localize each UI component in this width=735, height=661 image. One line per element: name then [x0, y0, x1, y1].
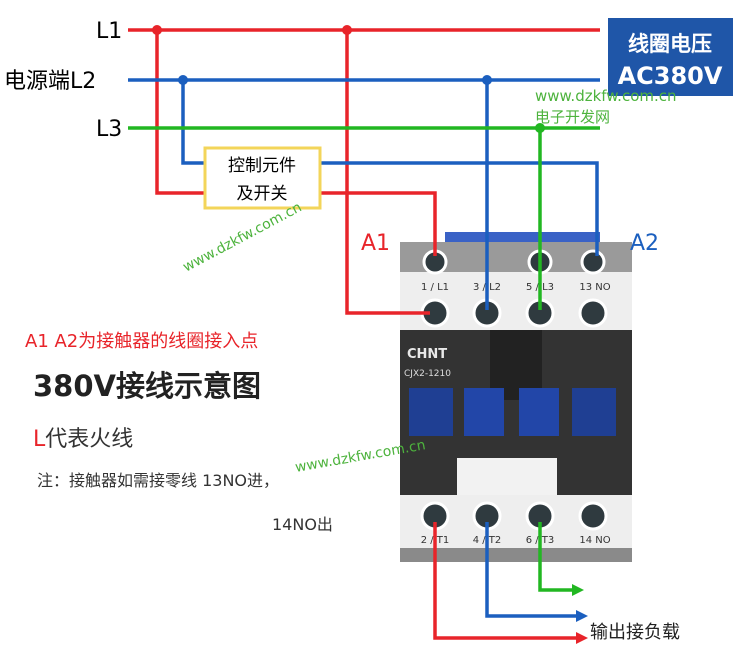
model-label: CJX2-1210: [404, 369, 451, 379]
arrow-icon: [576, 632, 588, 644]
control-box-line2: 及开关: [237, 184, 288, 204]
coil-voltage-line1: 线圈电压: [628, 32, 712, 56]
l-meaning: L代表火线: [33, 427, 133, 452]
arrow-heads: [572, 584, 588, 644]
label-l1: L1: [96, 19, 122, 44]
coil-note: A1 A2为接触器的线圈接入点: [25, 331, 258, 352]
coil-label-a1: A1: [361, 231, 390, 256]
l-meaning-text: 代表火线: [45, 427, 133, 452]
terminal-label: 1 / L1: [421, 282, 449, 293]
neutral-note-line2: 14NO出: [272, 515, 333, 534]
l-letter: L: [33, 427, 46, 452]
label-l2: 电源端L2: [4, 69, 96, 94]
terminal-a2-screw: [580, 249, 606, 275]
watermark-diagonal: www.dzkfw.com.cn: [180, 199, 304, 275]
contactor: CHNT CJX2-1210 1 / L1 3 / L2 5 / L3 13 N…: [400, 232, 632, 562]
terminal-label: 13 NO: [579, 282, 610, 293]
neutral-note-line1: 注：接触器如需接零线 13NO进，: [37, 471, 279, 490]
arrow-icon: [572, 584, 584, 596]
indicator-window: [457, 458, 557, 498]
watermark-name: 电子开发网: [535, 108, 610, 126]
output-load-label: 输出接负载: [590, 622, 680, 643]
coil-label-a2: A2: [630, 231, 659, 256]
control-box-line1: 控制元件: [228, 156, 296, 176]
coil-voltage-line2: AC380V: [618, 62, 723, 90]
terminal-label: 14 NO: [579, 535, 610, 546]
diagram-title: 380V接线示意图: [33, 369, 261, 403]
wire-l1: [128, 28, 600, 640]
label-l3: L3: [96, 117, 122, 142]
control-switch-box: [203, 146, 322, 210]
junction-dots: [152, 25, 545, 133]
wire-l3: [128, 126, 600, 592]
brand-label: CHNT: [407, 347, 447, 362]
watermark-site: www.dzkfw.com.cn: [535, 87, 677, 105]
arrow-icon: [576, 610, 588, 622]
wire-l2: [128, 78, 600, 618]
coil-voltage-badge: [608, 18, 733, 96]
